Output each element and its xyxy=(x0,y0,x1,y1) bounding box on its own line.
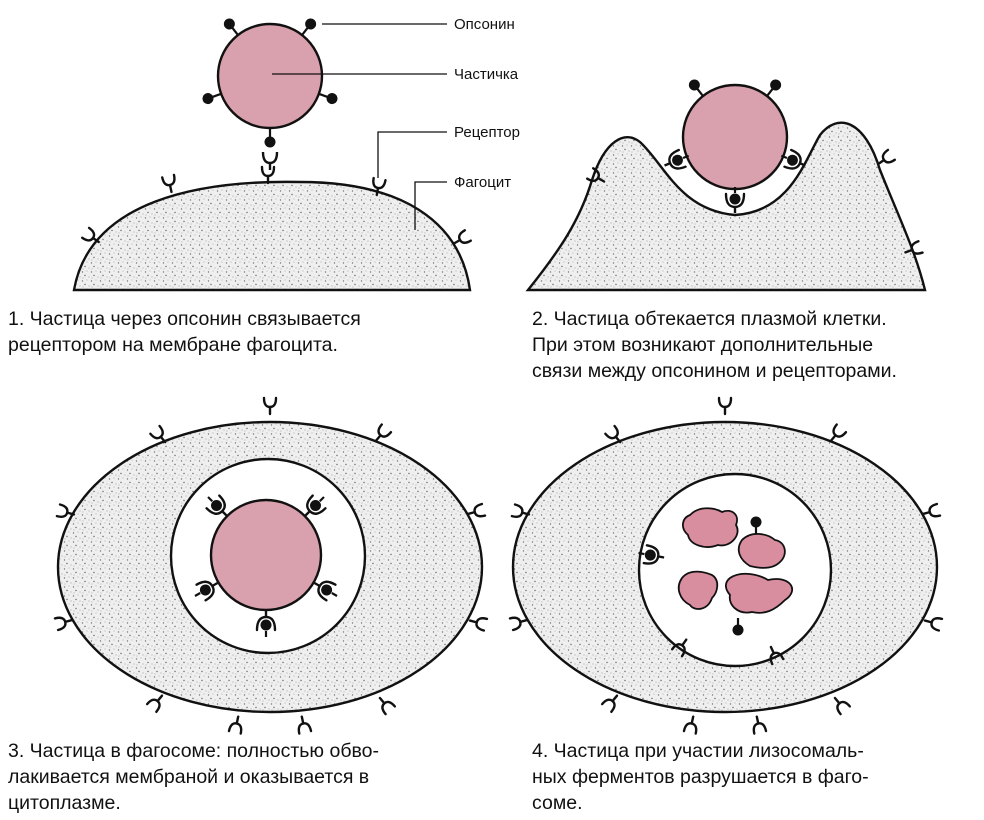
panel-3 xyxy=(55,398,487,734)
caption-4-line: ных ферментов разрушается в фаго- xyxy=(532,764,869,790)
caption-2: 2. Частица обтекается плазмой клетки. Пр… xyxy=(532,306,897,384)
caption-1: 1. Частица через опсонин связывается рец… xyxy=(8,306,361,358)
caption-3: 3. Частица в фагосоме: полностью обво- л… xyxy=(8,738,379,816)
caption-2-line: связи между опсонином и рецепторами. xyxy=(532,358,897,384)
caption-4: 4. Частица при участии лизосомаль- ных ф… xyxy=(532,738,869,816)
caption-1-line: рецептором на мембране фагоцита. xyxy=(8,332,361,358)
caption-1-line: 1. Частица через опсонин связывается xyxy=(8,306,361,332)
caption-2-line: При этом возникают дополнительные xyxy=(532,332,897,358)
phagocyte-cell xyxy=(74,182,470,290)
label-particle: Частичка xyxy=(454,66,519,83)
panel-4 xyxy=(510,398,942,734)
caption-3-line: цитоплазме. xyxy=(8,790,379,816)
panel-1: Опсонин Частичка Рецептор Фагоцит xyxy=(74,16,520,290)
caption-3-line: 3. Частица в фагосоме: полностью обво- xyxy=(8,738,379,764)
phagosome xyxy=(639,474,831,666)
label-opsonin: Опсонин xyxy=(454,16,515,33)
caption-3-line: лакивается мембраной и оказывается в xyxy=(8,764,379,790)
panel-2 xyxy=(528,77,925,290)
particle-receptor xyxy=(263,152,277,163)
caption-4-line: соме. xyxy=(532,790,869,816)
particle xyxy=(211,500,321,610)
particle xyxy=(218,24,322,128)
particle xyxy=(683,85,787,189)
label-phagocyte: Фагоцит xyxy=(454,174,511,191)
caption-4-line: 4. Частица при участии лизосомаль- xyxy=(532,738,869,764)
label-receptor: Рецептор xyxy=(454,124,520,141)
caption-2-line: 2. Частица обтекается плазмой клетки. xyxy=(532,306,897,332)
